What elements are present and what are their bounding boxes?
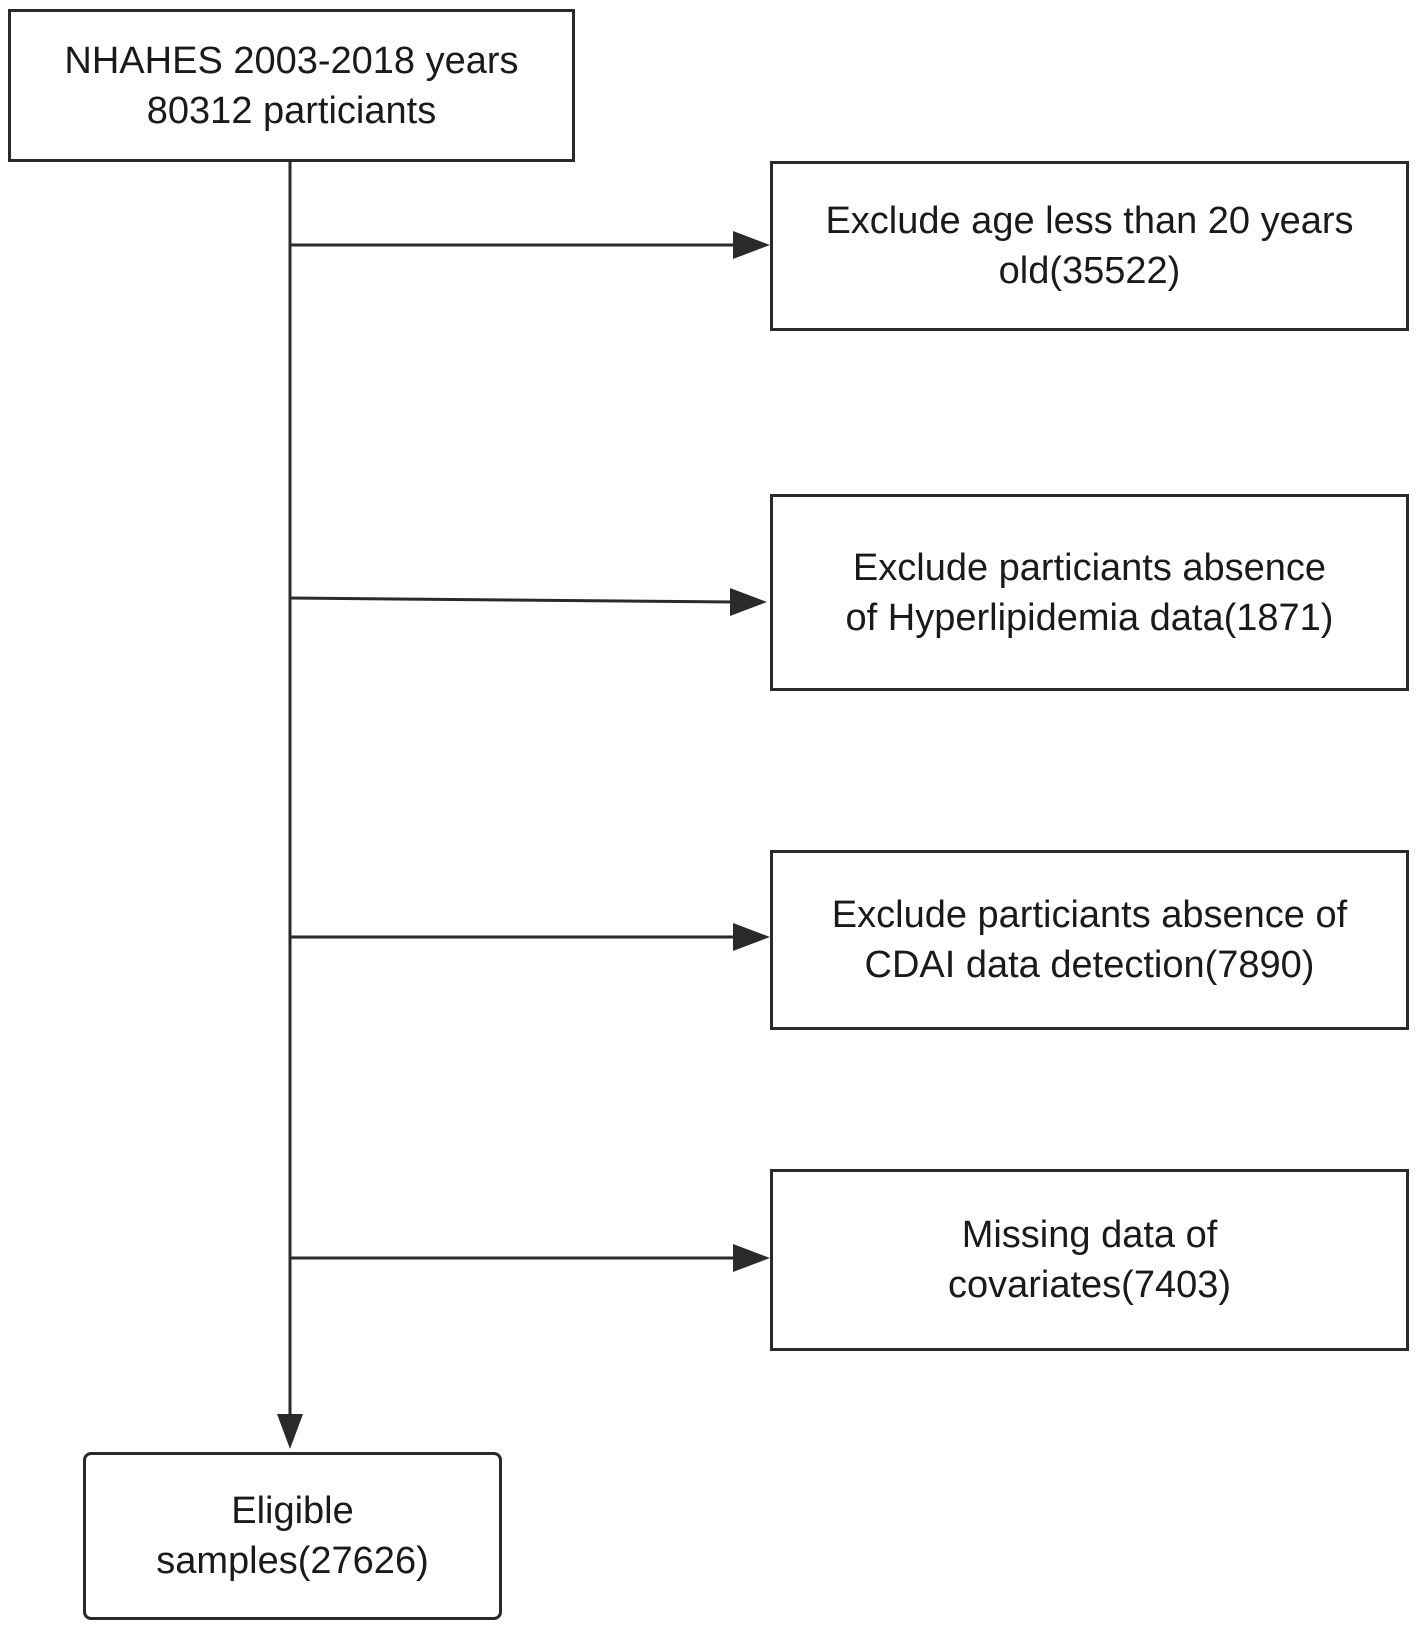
eligible-samples-box-text: Eligible samples(27626) bbox=[146, 1486, 438, 1586]
eligible-samples-line-1: Eligible bbox=[231, 1490, 354, 1532]
branch-arrow-1-head bbox=[733, 231, 770, 259]
branch-arrow-4-head bbox=[733, 1244, 770, 1272]
branch-arrow-3-head bbox=[733, 923, 770, 951]
start-box-line-1: NHAHES 2003-2018 years bbox=[64, 39, 519, 82]
exclusion-box-cdai: Exclude particiants absence of CDAI data… bbox=[770, 850, 1409, 1030]
exclusion-box-cdai-line-1: Exclude particiants absence of bbox=[831, 894, 1348, 936]
exclusion-box-age-text: Exclude age less than 20 years old(35522… bbox=[815, 196, 1363, 296]
exclusion-box-covariates-text: Missing data of covariates(7403) bbox=[938, 1210, 1241, 1310]
eligible-samples-box: Eligible samples(27626) bbox=[83, 1452, 502, 1620]
main-trunk-arrowhead bbox=[277, 1414, 303, 1449]
exclusion-box-hyperlipidemia-line-2: of Hyperlipidemia data(1871) bbox=[845, 596, 1334, 639]
exclusion-box-age-line-1: Exclude age less than 20 years bbox=[825, 200, 1354, 242]
exclusion-box-covariates: Missing data of covariates(7403) bbox=[770, 1169, 1409, 1351]
exclusion-box-age: Exclude age less than 20 years old(35522… bbox=[770, 161, 1409, 331]
branch-arrow-2-head bbox=[730, 588, 767, 616]
start-box-text: NHAHES 2003-2018 years 80312 particiants bbox=[54, 36, 528, 136]
eligible-samples-line-2: samples(27626) bbox=[156, 1540, 429, 1582]
exclusion-box-covariates-line-2: covariates(7403) bbox=[947, 1264, 1232, 1306]
branch-arrow-2-line bbox=[289, 596, 736, 604]
start-box-line-2: 80312 particiants bbox=[146, 89, 437, 132]
start-box: NHAHES 2003-2018 years 80312 particiants bbox=[8, 9, 575, 162]
exclusion-box-covariates-line-1: Missing data of bbox=[961, 1214, 1218, 1256]
exclusion-box-age-line-2: old(35522) bbox=[998, 250, 1181, 292]
exclusion-box-hyperlipidemia-text: Exclude particiants absence of Hyperlipi… bbox=[836, 543, 1344, 643]
exclusion-box-cdai-line-2: CDAI data detection(7890) bbox=[864, 944, 1315, 986]
exclusion-box-cdai-text: Exclude particiants absence of CDAI data… bbox=[822, 890, 1357, 990]
exclusion-box-hyperlipidemia: Exclude particiants absence of Hyperlipi… bbox=[770, 494, 1409, 691]
exclusion-box-hyperlipidemia-line-1: Exclude particiants absence bbox=[852, 546, 1327, 589]
